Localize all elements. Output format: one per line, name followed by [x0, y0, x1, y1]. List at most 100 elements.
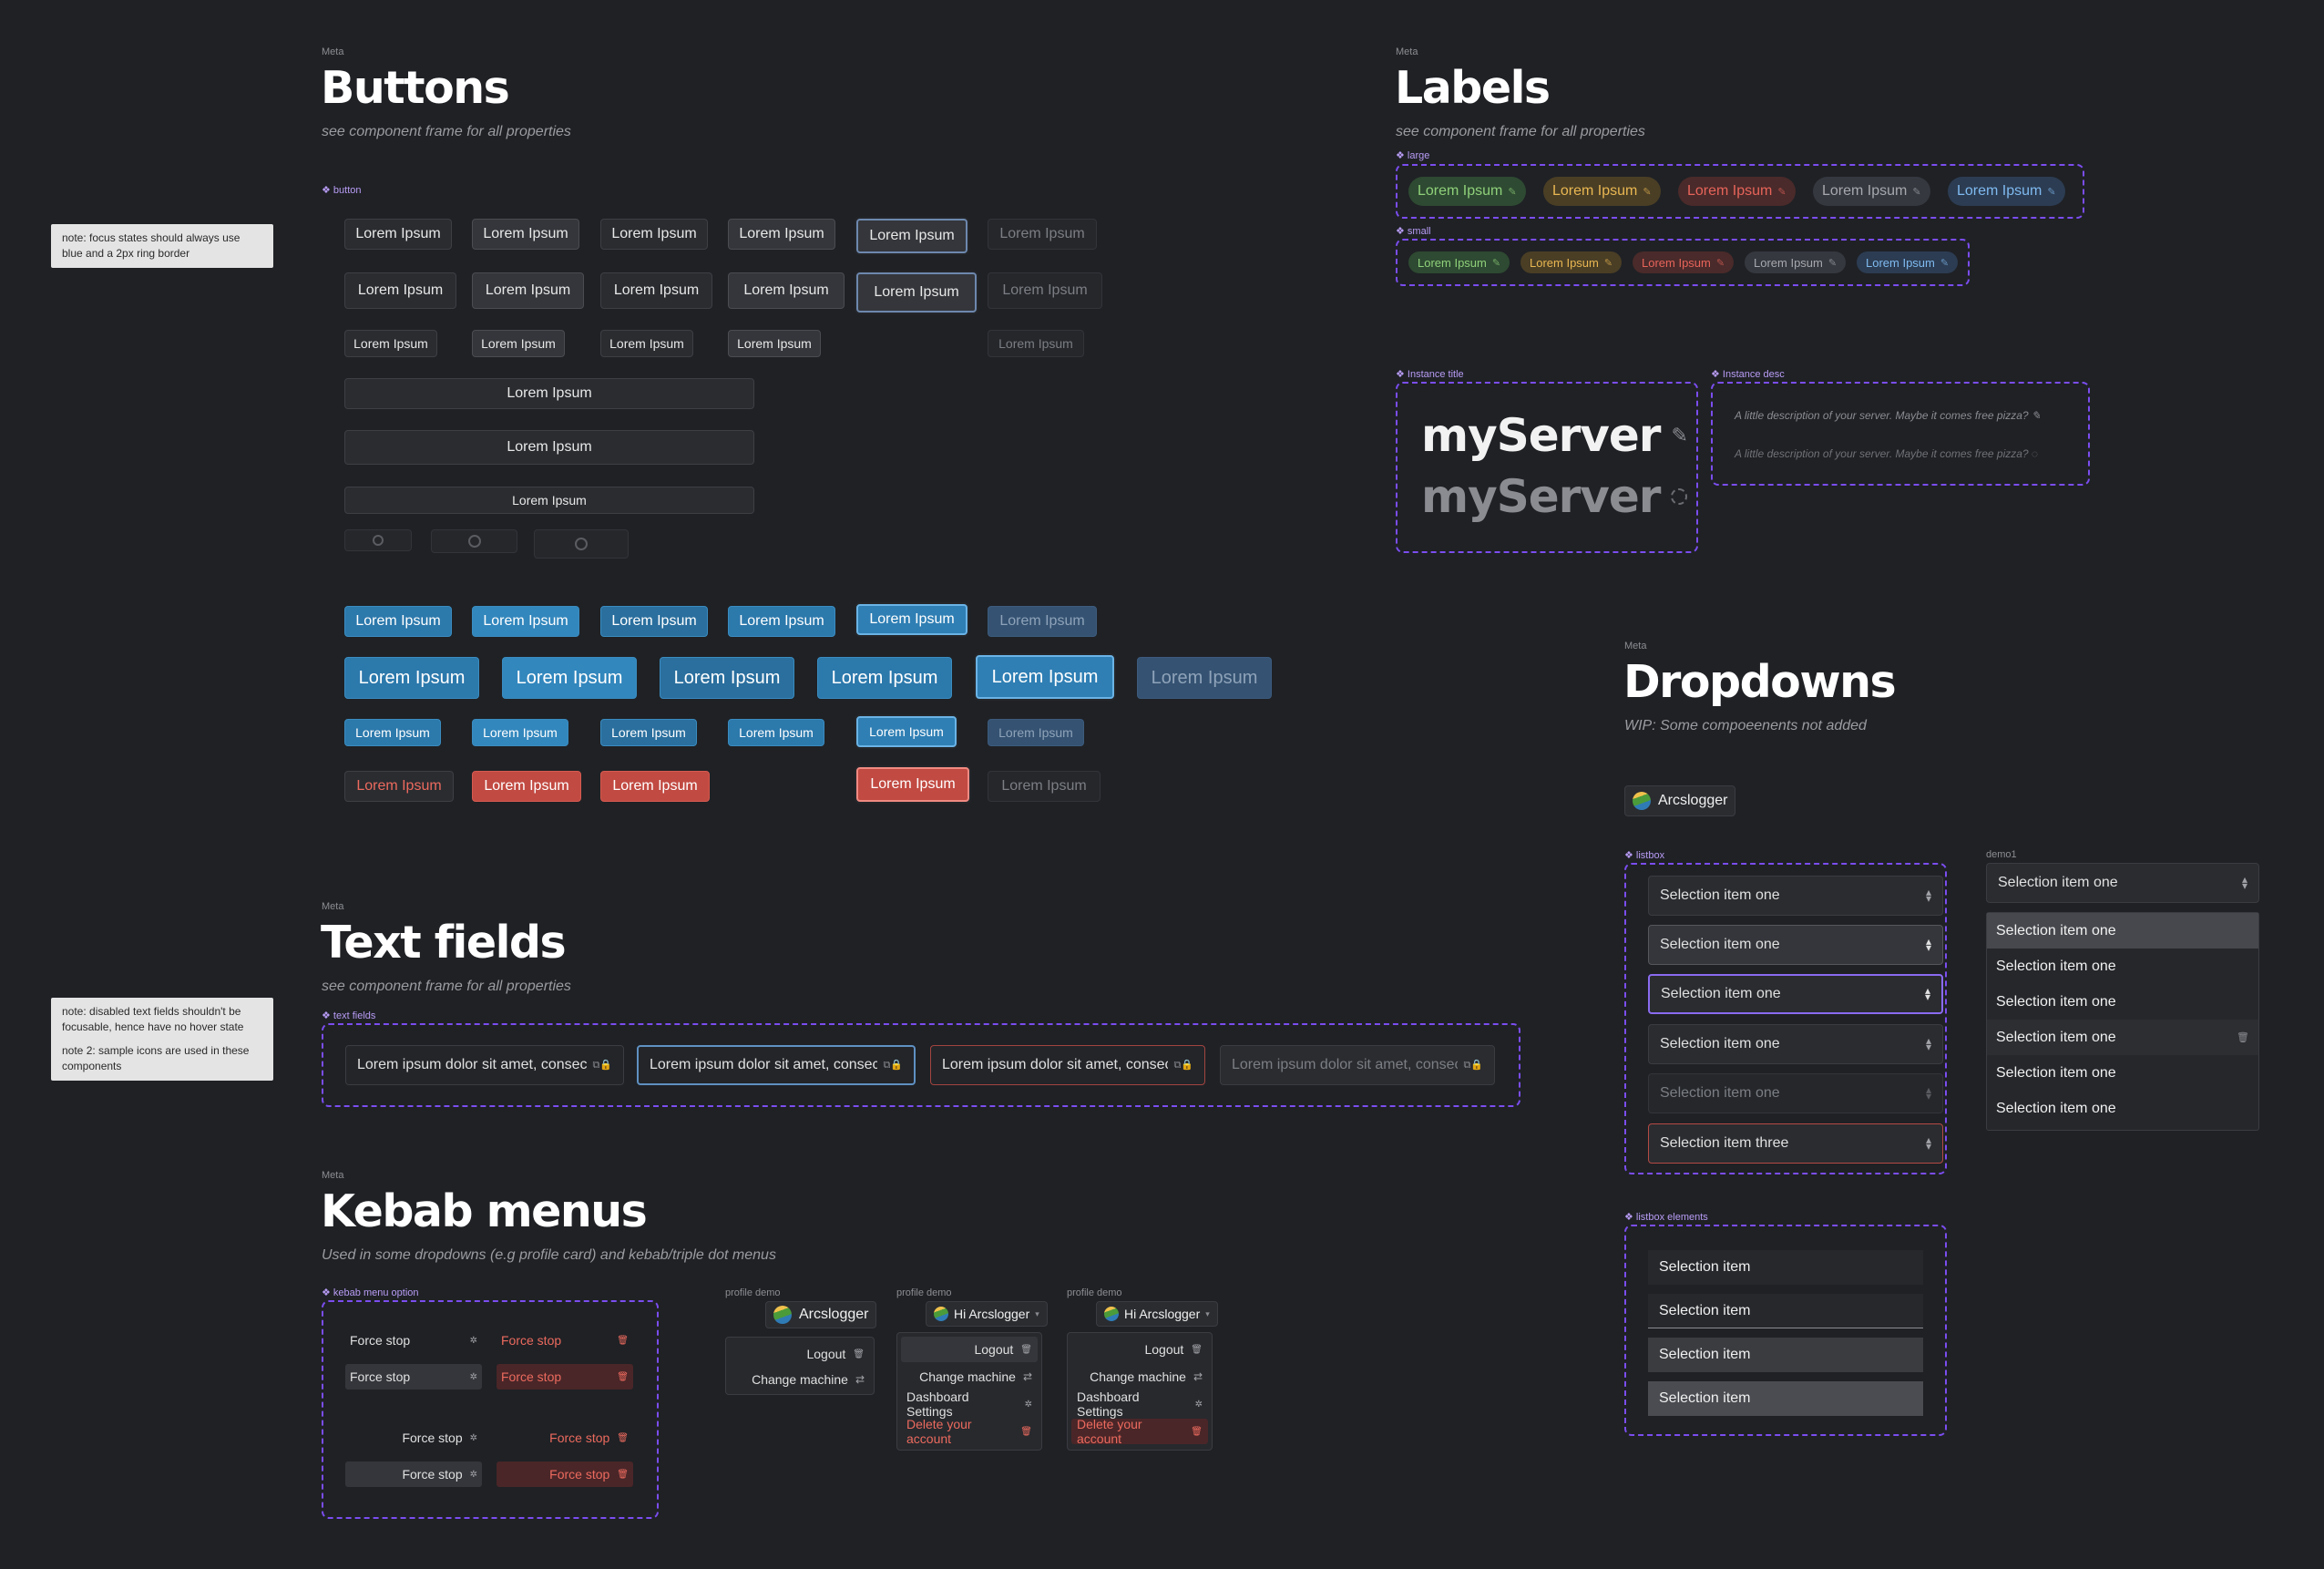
- change-machine-item[interactable]: Change machine⇄: [752, 1372, 865, 1387]
- profile-chip[interactable]: Arcslogger: [765, 1301, 877, 1328]
- listbox-error[interactable]: Selection item three▴▾: [1648, 1123, 1943, 1164]
- secondary-button-active[interactable]: Lorem Ipsum: [600, 219, 708, 250]
- instance-desc[interactable]: A little description of your server. May…: [1735, 409, 2041, 422]
- listbox-option[interactable]: Selection item one: [1996, 958, 2116, 974]
- kebab-option-hover[interactable]: Force stop✲: [345, 1364, 482, 1390]
- secondary-button-lg-hover[interactable]: Lorem Ipsum: [472, 272, 584, 309]
- secondary-button-sm-active[interactable]: Lorem Ipsum: [600, 330, 693, 357]
- secondary-button-sm-disabled: Lorem Ipsum: [988, 330, 1084, 357]
- instance-title-frame: myServer ✎ myServer: [1396, 382, 1698, 553]
- primary-button-sm-pressed[interactable]: Lorem Ipsum: [728, 719, 824, 746]
- app-logo-icon: [934, 1307, 948, 1321]
- gear-icon: ✲: [1024, 1399, 1032, 1410]
- listbox-hover[interactable]: Selection item one▴▾: [1648, 925, 1943, 965]
- listbox-default[interactable]: Selection item one▴▾: [1648, 876, 1943, 916]
- primary-button[interactable]: Lorem Ipsum: [344, 606, 452, 637]
- primary-button-focus[interactable]: Lorem Ipsum: [856, 604, 967, 635]
- loading-button-lg: [534, 529, 629, 559]
- danger-button-hover[interactable]: Lorem Ipsum: [472, 771, 581, 802]
- labels-small-label: ❖ small: [1396, 226, 1431, 237]
- change-machine-item[interactable]: Change machine⇄: [1090, 1369, 1203, 1384]
- edit-icon[interactable]: ✎: [2031, 409, 2041, 422]
- primary-button-lg[interactable]: Lorem Ipsum: [344, 657, 479, 699]
- listbox-element-hover[interactable]: Selection item: [1648, 1294, 1923, 1328]
- secondary-button-lg-active[interactable]: Lorem Ipsum: [600, 272, 712, 309]
- listbox-element[interactable]: Selection item: [1648, 1250, 1923, 1285]
- kebab-option-right-danger-hover[interactable]: Force stop🗑: [497, 1461, 633, 1487]
- text-field[interactable]: Lorem ipsum dolor sit amet, consectetur⧉…: [345, 1045, 624, 1085]
- listbox-active[interactable]: Selection item one▴▾: [1648, 1024, 1943, 1064]
- full-width-button-lg[interactable]: Lorem Ipsum: [344, 430, 754, 465]
- kebab-option-right-hover[interactable]: Force stop✲: [345, 1461, 482, 1487]
- edit-icon: ✎: [1491, 257, 1501, 269]
- spinner-icon: [467, 535, 481, 548]
- gear-icon: ✲: [469, 1335, 477, 1346]
- secondary-button-lg[interactable]: Lorem Ipsum: [344, 272, 456, 309]
- textfields-meta: Meta: [322, 901, 344, 912]
- logout-item[interactable]: Logout🗑: [806, 1347, 865, 1361]
- trash-icon: 🗑: [617, 1335, 629, 1346]
- secondary-button-hover[interactable]: Lorem Ipsum: [472, 219, 579, 250]
- danger-button-active[interactable]: Lorem Ipsum: [600, 771, 710, 802]
- secondary-button-sm-hover[interactable]: Lorem Ipsum: [472, 330, 565, 357]
- gear-icon: ✲: [1194, 1399, 1203, 1410]
- listbox-focus[interactable]: Selection item one▴▾: [1648, 974, 1943, 1014]
- listbox-option-selected[interactable]: Selection item one: [1987, 913, 2258, 949]
- delete-account-item-hover[interactable]: Delete your account🗑: [1071, 1417, 1208, 1446]
- danger-button[interactable]: Lorem Ipsum: [344, 771, 454, 802]
- labels-subtitle: see component frame for all properties: [1396, 124, 1645, 139]
- text-field-error[interactable]: Lorem ipsum dolor sit amet, consectetur⧉…: [930, 1045, 1205, 1085]
- primary-button-sm-hover[interactable]: Lorem Ipsum: [472, 719, 568, 746]
- label-large-blue: Lorem Ipsum✎: [1948, 177, 2065, 206]
- change-machine-item[interactable]: Change machine⇄: [919, 1369, 1032, 1384]
- primary-button-lg-pressed[interactable]: Lorem Ipsum: [817, 657, 952, 699]
- primary-button-sm-focus[interactable]: Lorem Ipsum: [856, 716, 957, 747]
- profile-chip-greeting[interactable]: Hi Arcslogger ▾: [926, 1301, 1048, 1327]
- profile-chip-greeting[interactable]: Hi Arcslogger ▾: [1096, 1301, 1218, 1327]
- logout-item[interactable]: Logout🗑: [901, 1337, 1038, 1362]
- secondary-button-focus[interactable]: Lorem Ipsum: [856, 219, 967, 253]
- listbox-option-hover[interactable]: Selection item one🗑: [1987, 1020, 2258, 1055]
- edit-icon[interactable]: ✎: [1671, 424, 1688, 446]
- secondary-button-pressed[interactable]: Lorem Ipsum: [728, 219, 835, 250]
- text-field-focus[interactable]: Lorem ipsum dolor sit amet, consectetur⧉…: [637, 1045, 916, 1085]
- profile-demo-label: profile demo: [1067, 1287, 1122, 1298]
- kebab-option-right-danger[interactable]: Force stop🗑: [549, 1431, 629, 1445]
- primary-button-active[interactable]: Lorem Ipsum: [600, 606, 708, 637]
- kebab-option-right[interactable]: Force stop✲: [402, 1431, 477, 1445]
- kebab-option[interactable]: Force stop✲: [350, 1333, 477, 1348]
- primary-button-hover[interactable]: Lorem Ipsum: [472, 606, 579, 637]
- full-width-button-sm[interactable]: Lorem Ipsum: [344, 487, 754, 514]
- trash-icon[interactable]: 🗑: [2237, 1032, 2249, 1043]
- secondary-button-lg-focus[interactable]: Lorem Ipsum: [856, 272, 977, 313]
- kebab-option-danger-hover[interactable]: Force stop🗑: [497, 1364, 633, 1390]
- primary-button-lg-focus[interactable]: Lorem Ipsum: [976, 655, 1114, 699]
- listbox-option[interactable]: Selection item one: [1996, 993, 2116, 1010]
- dashboard-settings-item[interactable]: Dashboard Settings✲: [906, 1390, 1032, 1419]
- secondary-button[interactable]: Lorem Ipsum: [344, 219, 452, 250]
- trash-icon: 🗑: [1191, 1344, 1203, 1355]
- secondary-button-sm[interactable]: Lorem Ipsum: [344, 330, 437, 357]
- demo-select[interactable]: Selection item one▴▾: [1986, 863, 2259, 903]
- profile-chip[interactable]: Arcslogger: [1624, 785, 1736, 816]
- label-large-green: Lorem Ipsum✎: [1408, 177, 1526, 206]
- listbox-option[interactable]: Selection item one: [1996, 1100, 2116, 1116]
- instance-title[interactable]: myServer ✎: [1421, 409, 1688, 462]
- listbox-option[interactable]: Selection item one: [1996, 1064, 2116, 1081]
- dashboard-settings-item[interactable]: Dashboard Settings✲: [1077, 1390, 1203, 1419]
- listbox-element-selected[interactable]: Selection item: [1648, 1338, 1923, 1372]
- listbox-element-active[interactable]: Selection item: [1648, 1381, 1923, 1416]
- labels-small-frame: Lorem Ipsum✎ Lorem Ipsum✎ Lorem Ipsum✎ L…: [1396, 239, 1970, 286]
- full-width-button[interactable]: Lorem Ipsum: [344, 378, 754, 409]
- secondary-button-sm-pressed[interactable]: Lorem Ipsum: [728, 330, 821, 357]
- secondary-button-lg-pressed[interactable]: Lorem Ipsum: [728, 272, 845, 309]
- logout-item[interactable]: Logout🗑: [1144, 1342, 1203, 1357]
- primary-button-sm-active[interactable]: Lorem Ipsum: [600, 719, 697, 746]
- danger-button-focus[interactable]: Lorem Ipsum: [856, 767, 969, 802]
- kebab-option-danger[interactable]: Force stop🗑: [501, 1333, 629, 1348]
- primary-button-pressed[interactable]: Lorem Ipsum: [728, 606, 835, 637]
- primary-button-sm[interactable]: Lorem Ipsum: [344, 719, 441, 746]
- primary-button-lg-active[interactable]: Lorem Ipsum: [660, 657, 794, 699]
- delete-account-item[interactable]: Delete your account🗑: [906, 1417, 1032, 1446]
- primary-button-lg-hover[interactable]: Lorem Ipsum: [502, 657, 637, 699]
